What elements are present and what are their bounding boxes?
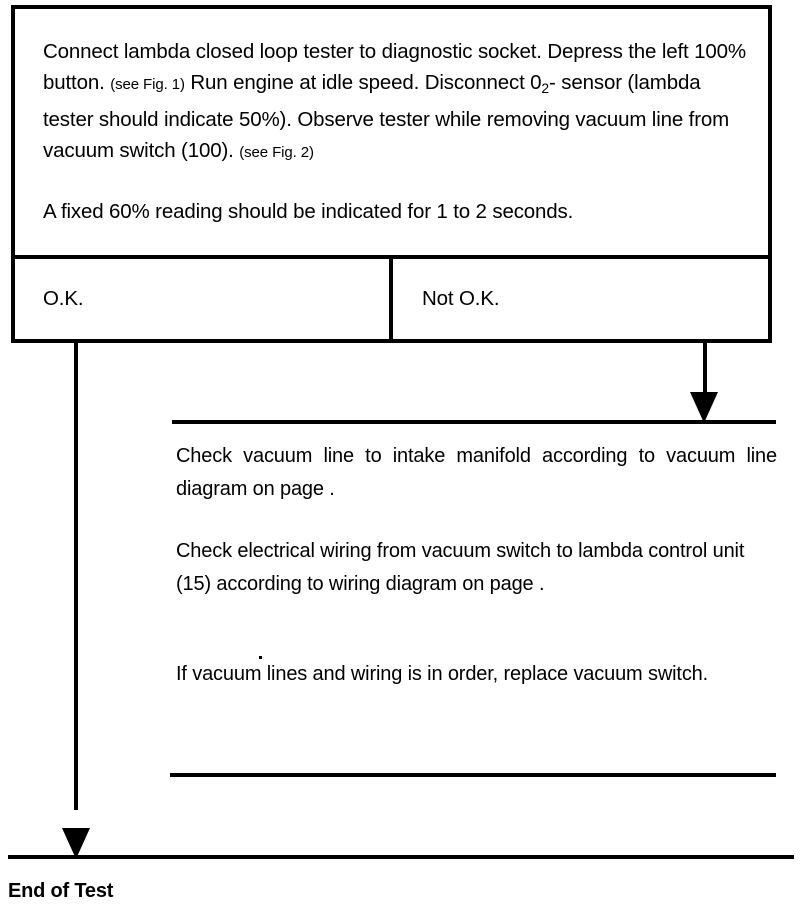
- result-row: O.K. Not O.K.: [15, 259, 768, 339]
- not-ok-branch-connector-line: [703, 343, 707, 409]
- instruction-text-part-1: Connect lambda closed loop tester to dia…: [43, 40, 746, 94]
- oxygen-subscript: 2: [541, 79, 550, 96]
- instruction-text-part-3: - sensor (lambda tester should indicate …: [43, 71, 730, 162]
- fault-panel-bottom-rule: [170, 773, 776, 777]
- ok-branch-connector-line: [74, 343, 78, 810]
- result-label-ok: O.K.: [43, 287, 84, 310]
- result-label-not-ok: Not O.K.: [422, 287, 500, 310]
- fault-paragraph-electrical-wiring: Check electrical wiring from vacuum swit…: [176, 540, 745, 595]
- ok-arrow-icon: [62, 828, 90, 859]
- fig-2-note: (see Fig. 2): [239, 143, 314, 161]
- result-cell-ok[interactable]: O.K.: [15, 259, 393, 339]
- fault-remedy-panel: Check vacuum line to intake manifold acc…: [176, 440, 777, 691]
- fault-paragraph-replace-switch: If vacuum lines and wiring is in order, …: [176, 663, 709, 685]
- fault-panel-top-rule: [172, 420, 776, 424]
- instruction-paragraph-2: A fixed 60% reading should be indicated …: [43, 199, 574, 223]
- test-instruction-box: Connect lambda closed loop tester to dia…: [11, 5, 772, 343]
- instruction-text-part-2: Run engine at idle speed. Disconnect 0: [184, 71, 542, 94]
- end-of-test-rule: [8, 855, 794, 859]
- scan-artifact-speck: [259, 656, 262, 659]
- instruction-cell: Connect lambda closed loop tester to dia…: [15, 9, 768, 259]
- fault-paragraph-vacuum-line: Check vacuum line to intake manifold acc…: [176, 445, 777, 500]
- result-cell-not-ok[interactable]: Not O.K.: [393, 259, 768, 339]
- instruction-paragraph-1: Connect lambda closed loop tester to dia…: [43, 36, 746, 168]
- fig-1-note: (see Fig. 1): [110, 76, 185, 93]
- end-of-test-label: End of Test: [8, 880, 114, 902]
- not-ok-arrow-icon: [690, 392, 718, 423]
